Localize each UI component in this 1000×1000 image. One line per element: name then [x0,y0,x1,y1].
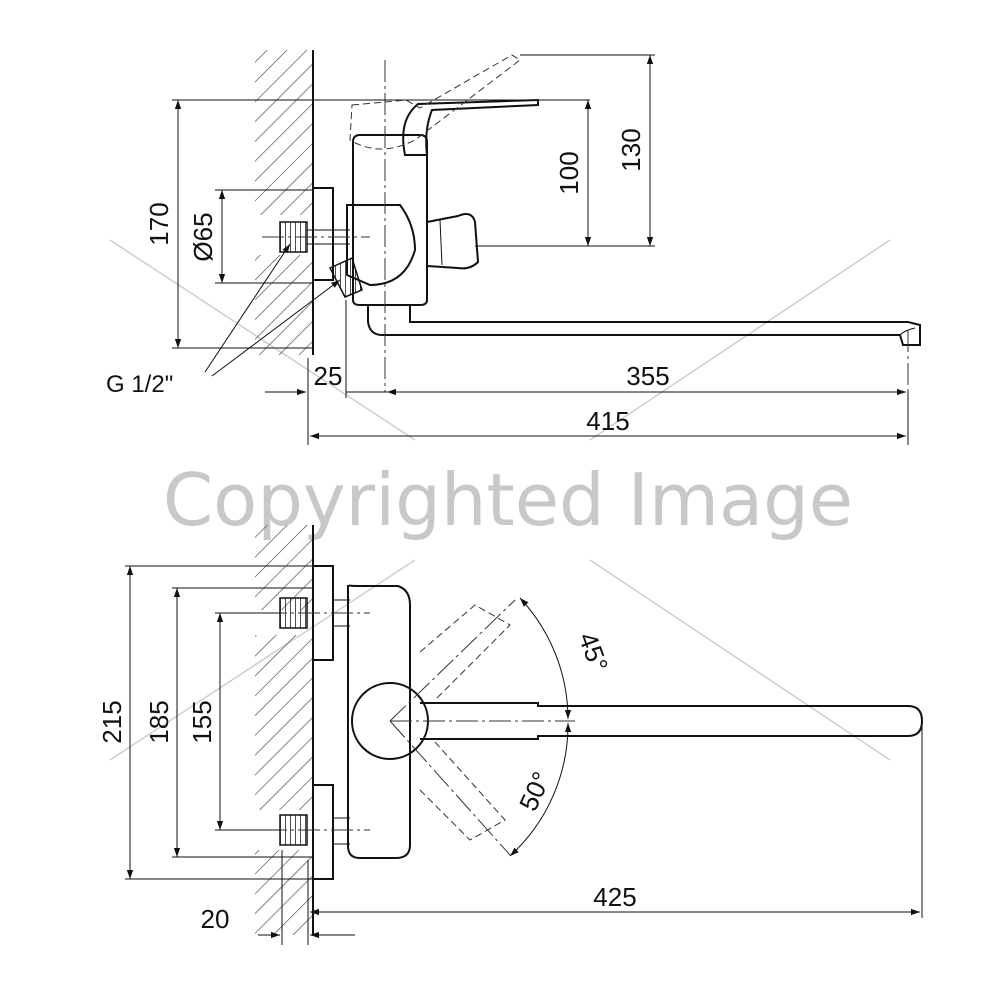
dim-415: 415 [586,406,629,436]
dim-155: 155 [187,700,217,743]
wall-hatch-upper [255,50,313,215]
dim-425: 425 [593,882,636,912]
dim-130: 130 [616,128,646,171]
top-spout [420,702,924,740]
lower-flange [312,784,334,880]
top-mixer-body [347,584,411,859]
top-view: 215 185 155 20 425 45° 50° [97,525,924,945]
dim-100: 100 [554,151,584,194]
watermark: Copyrighted Image [109,239,891,761]
spout [367,305,921,346]
wall-hatch-lower [255,255,313,355]
wall-hatch-top-1 [255,525,313,610]
dim-20: 20 [201,904,230,934]
dim-d65: Ø65 [188,212,218,261]
dim-170: 170 [144,202,174,245]
angle-50: 50° [513,767,557,815]
wall-hatch-top-3 [255,850,313,935]
angle-45: 45° [573,628,615,675]
thread-label: G 1/2" [106,371,173,398]
mixer-body [352,134,428,306]
dim-25: 25 [314,361,343,391]
wall-hatch-top-2 [255,635,313,810]
dim-185: 185 [144,700,174,743]
dim-355: 355 [626,361,669,391]
dim-215: 215 [97,700,127,743]
wall-flange [312,187,334,281]
side-view: 170 Ø65 100 130 25 355 415 G 1/2" [106,50,921,445]
lever-handle [402,98,539,156]
